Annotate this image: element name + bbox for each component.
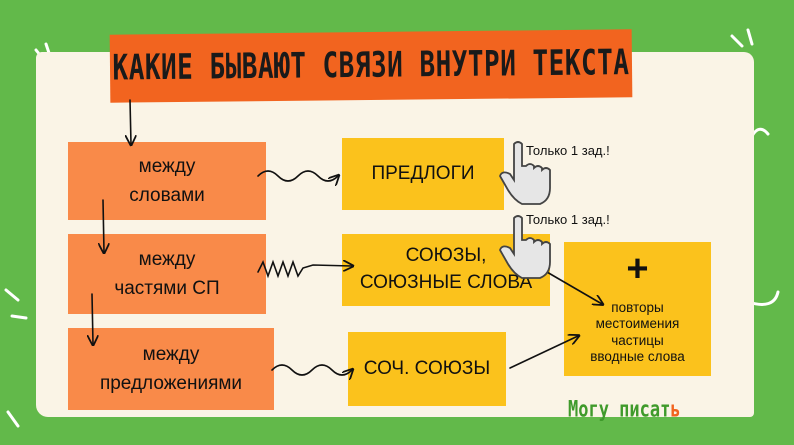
- list-item: местоимения: [595, 316, 680, 332]
- arrow-icon: [103, 199, 104, 252]
- pointing-hand-icon: [499, 215, 551, 279]
- list-item: вводные слова: [590, 349, 685, 365]
- brand-logo: Могу писать: [568, 397, 681, 423]
- plus-sign: +: [626, 248, 649, 290]
- arrow-icon: [92, 293, 93, 344]
- arrow-icon: [539, 267, 602, 304]
- left-box-sentences: между предложениями: [68, 328, 274, 410]
- additional-means-box: + повторы местоимения частицы вводные сл…: [564, 242, 711, 376]
- note-only-one-task: Только 1 зад.!: [526, 212, 610, 227]
- left-box-line1: между: [138, 155, 196, 177]
- box-prepositions: ПРЕДЛОГИ: [342, 138, 504, 210]
- left-box-line2: частями СП: [114, 278, 220, 299]
- additional-means-list: повторы местоимения частицы вводные слов…: [564, 300, 711, 366]
- box-coordinating-conjunctions: СОЧ. СОЮЗЫ: [348, 332, 506, 406]
- left-box-words: между словами: [68, 142, 266, 220]
- pointing-hand-icon: [499, 141, 551, 205]
- left-box-line2: словами: [129, 185, 205, 206]
- list-item: повторы: [611, 300, 664, 315]
- brand-main: Могу писат: [568, 397, 671, 423]
- left-box-line2: предложениями: [99, 373, 243, 394]
- wavy-arrow-icon: [271, 364, 352, 375]
- arrow-icon: [509, 336, 578, 369]
- box-line1: СОЧ. СОЮЗЫ: [363, 357, 491, 379]
- list-item: частицы: [611, 332, 664, 348]
- note-only-one-task: Только 1 зад.!: [526, 143, 610, 158]
- wavy-arrow-icon: [257, 170, 338, 181]
- left-box-line1: между: [138, 248, 196, 270]
- zigzag-arrow-icon: [257, 259, 352, 279]
- box-line2: СОЮЗНЫЕ СЛОВА: [359, 272, 533, 293]
- box-line1: ПРЕДЛОГИ: [371, 162, 475, 184]
- left-box-sp-parts: между частями СП: [68, 234, 266, 314]
- box-line1: СОЮЗЫ,: [405, 245, 487, 267]
- left-box-line1: между: [142, 343, 200, 365]
- arrow-icon: [130, 99, 131, 144]
- brand-accent: ь: [670, 397, 681, 423]
